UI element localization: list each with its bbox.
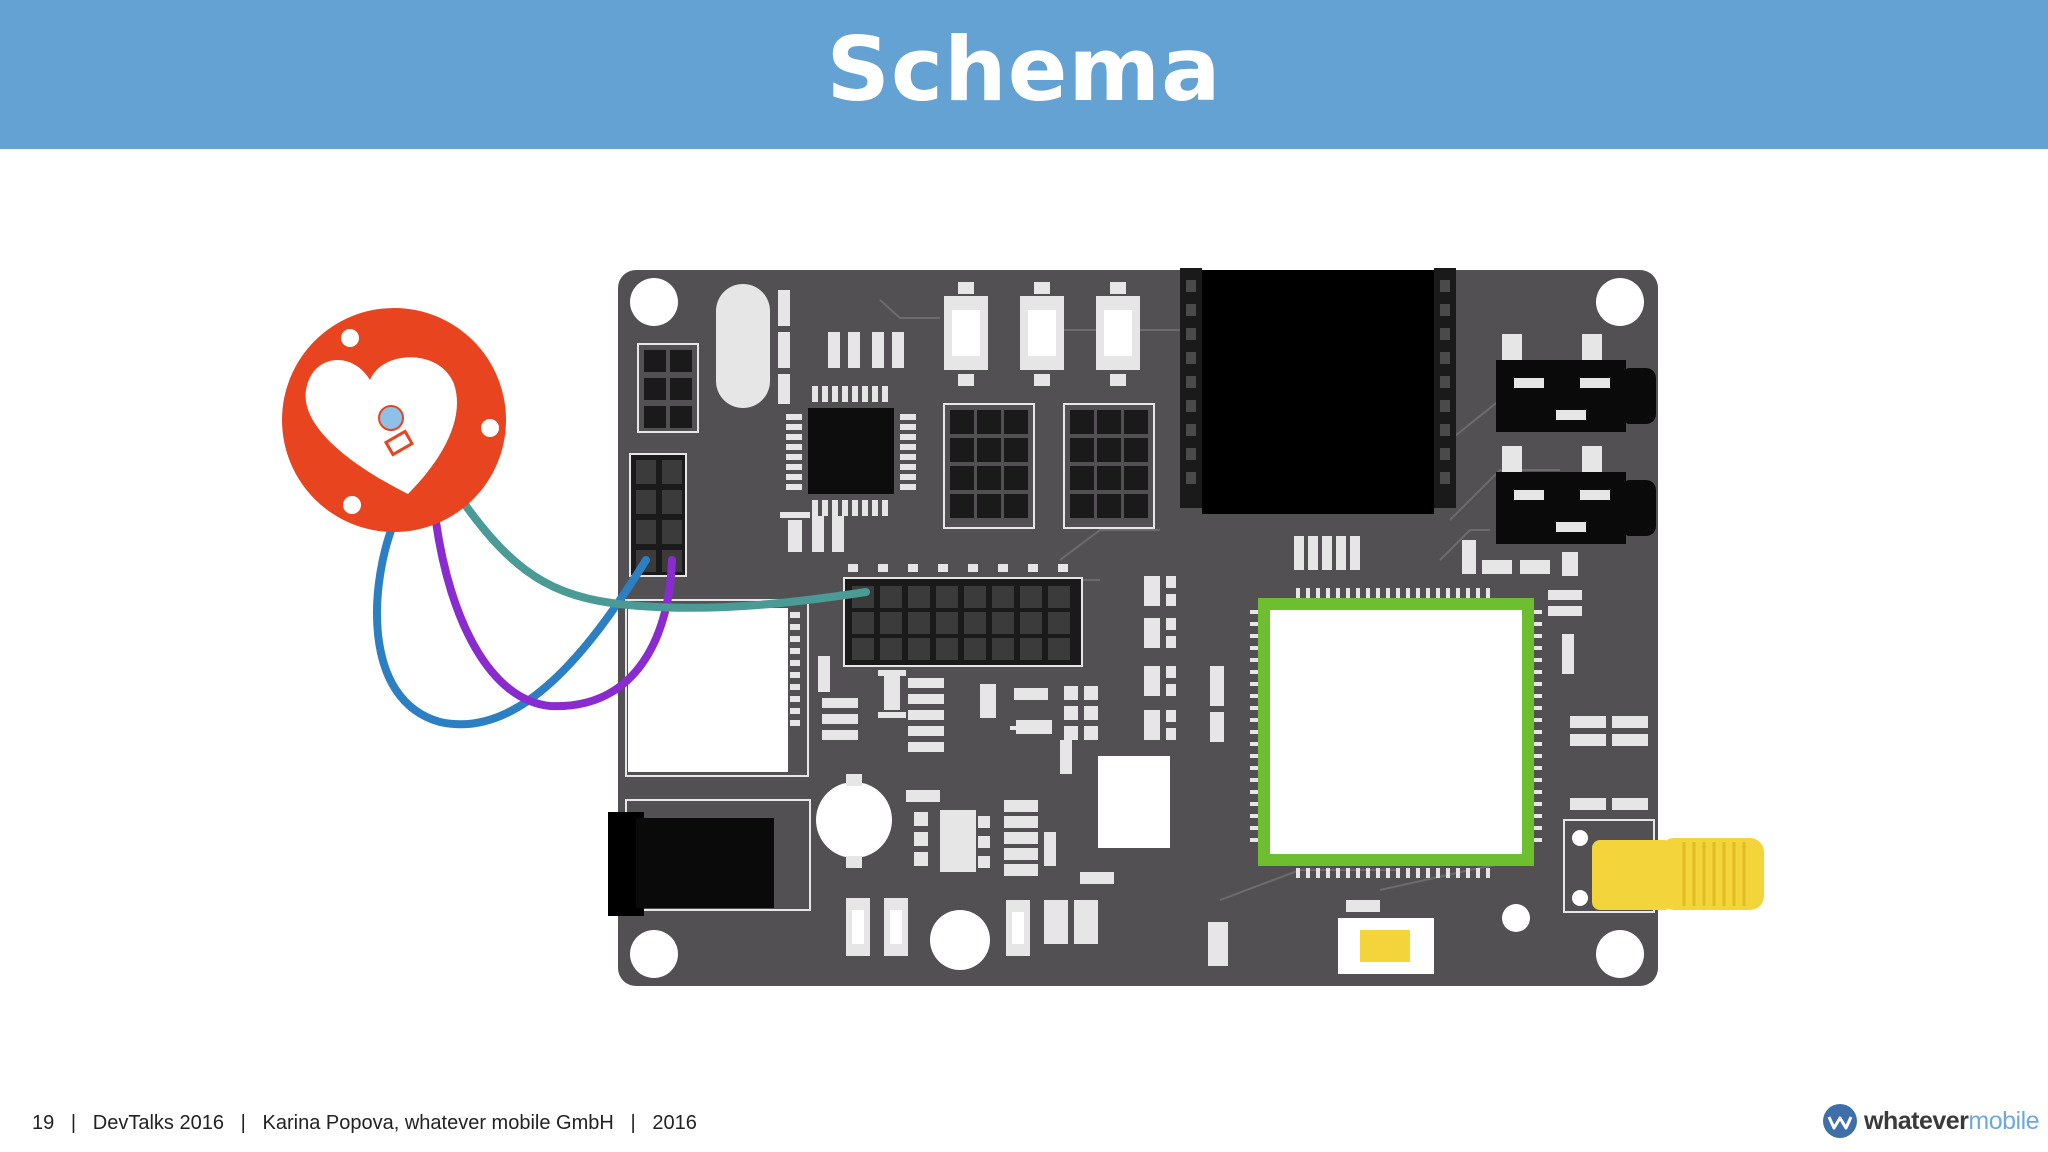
crystal — [716, 284, 770, 408]
bottom-components — [846, 898, 1228, 966]
page-number: 19 — [32, 1112, 55, 1134]
small-components — [780, 512, 1648, 884]
resistor-group — [778, 290, 904, 552]
header-bar — [0, 0, 2048, 149]
header-pins — [644, 350, 692, 428]
mount-hole — [630, 278, 678, 326]
footer-separator: | — [240, 1112, 246, 1134]
audio-jack-bottom — [1496, 446, 1656, 544]
footer-year: 2016 — [652, 1112, 697, 1134]
wave-icon — [1823, 1104, 1857, 1138]
pulse-sensor — [282, 308, 506, 532]
microcontroller-chip — [786, 386, 916, 516]
pin-header-grid-right — [1063, 403, 1155, 529]
white-component — [1098, 756, 1170, 848]
power-jack — [608, 799, 811, 916]
footer-separator: | — [630, 1112, 636, 1134]
company-logo: whatevermobile — [1822, 1098, 2040, 1144]
audio-jack-top — [1496, 334, 1656, 432]
white-module — [625, 599, 809, 777]
logo-text-dark: whatever — [1864, 1107, 1969, 1135]
wire-teal — [462, 502, 870, 612]
display-module — [1250, 588, 1542, 878]
footer-separator: | — [70, 1112, 77, 1134]
round-pad — [930, 910, 990, 970]
slide-title: Schema — [826, 18, 1222, 121]
mount-hole — [1596, 278, 1644, 326]
board-schematic-diagram — [282, 268, 1764, 986]
wire-purple — [432, 518, 676, 711]
mount-hole — [630, 930, 678, 978]
logo-text-light: mobile — [1968, 1107, 2040, 1135]
slide-footer: 19 | DevTalks 2016 | Karina Popova, what… — [32, 1112, 697, 1135]
pin-header-grid-left — [943, 403, 1035, 529]
author-name: Karina Popova, whatever mobile GmbH — [262, 1112, 614, 1134]
event-name: DevTalks 2016 — [92, 1112, 224, 1134]
mount-hole — [1596, 930, 1644, 978]
coin-cell — [816, 782, 892, 858]
header-2x3 — [637, 343, 699, 433]
main-pin-header — [843, 564, 1083, 667]
sensor-wires — [372, 502, 870, 729]
antenna-connector — [1563, 819, 1764, 913]
sd-card-socket — [1180, 268, 1456, 514]
push-button-row — [944, 282, 1140, 386]
wire-blue — [372, 516, 650, 729]
